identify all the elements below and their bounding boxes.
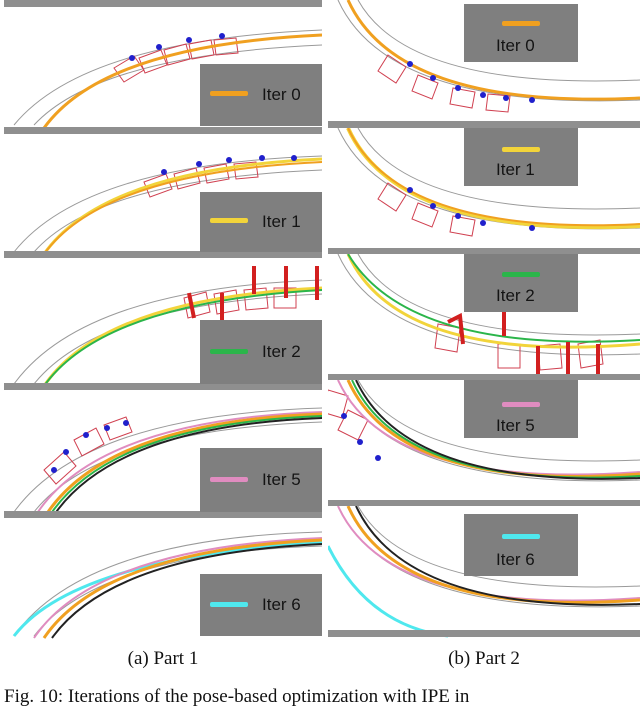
legend-label: Iter 1 [262, 212, 301, 231]
legend-swatch [502, 534, 540, 539]
left-panel-iter-0: Iter 0 [4, 0, 322, 134]
legend-box: Iter 5 [464, 380, 578, 438]
legend-box: Iter 2 [200, 320, 322, 384]
wall-bottom [328, 248, 640, 254]
legend-swatch [502, 402, 540, 407]
legend-label: Iter 0 [496, 36, 535, 55]
wall-bottom [4, 383, 322, 390]
legend-label: Iter 5 [262, 470, 301, 489]
legend-box: Iter 1 [464, 128, 578, 186]
legend-label: Iter 6 [496, 550, 535, 569]
legend-label: Iter 2 [496, 286, 535, 305]
subcaption-right: (b) Part 2 [448, 648, 520, 669]
legend-label: Iter 6 [262, 595, 301, 614]
wall-bottom [328, 121, 640, 128]
legend-swatch [502, 147, 540, 152]
legend-box: Iter 6 [464, 514, 578, 576]
legend-box: Iter 0 [464, 4, 578, 62]
subcaption-left: (a) Part 1 [127, 648, 199, 669]
right-panel-iter-1: Iter 1 [328, 128, 640, 254]
legend-swatch [502, 21, 540, 26]
left-panel-iter-2: Iter 2 [4, 258, 322, 390]
trajectory-plot [337, 254, 640, 374]
wall-bottom [4, 511, 322, 518]
legend-box: Iter 0 [200, 64, 322, 126]
right-panel-iter-6: Iter 6 [328, 506, 640, 640]
trajectory-plot [13, 407, 322, 518]
legend-box: Iter 6 [200, 574, 322, 636]
legend-box: Iter 2 [464, 254, 578, 312]
right-panel-iter-2: Iter 2 [328, 254, 640, 380]
left-panel-iter-6: Iter 6 [4, 518, 322, 640]
wall-bottom [328, 630, 640, 637]
trajectory-plot [13, 155, 322, 255]
legend-swatch [210, 349, 248, 354]
right-panel-iter-0: Iter 0 [328, 0, 640, 128]
legend-label: Iter 0 [262, 85, 301, 104]
legend-box: Iter 1 [200, 192, 322, 252]
trajectory-plot [337, 128, 640, 237]
trajectory-plot [328, 380, 640, 482]
left-panel-iter-5: Iter 5 [4, 390, 322, 518]
right-panel-iter-5: Iter 5 [328, 380, 640, 506]
trajectory-plot [12, 531, 322, 639]
legend-swatch [210, 218, 248, 223]
trajectory-plot [13, 266, 322, 387]
legend-swatch [210, 91, 248, 96]
wall-bottom [4, 251, 322, 258]
legend-swatch [210, 477, 248, 482]
wall-bottom [328, 374, 640, 380]
left-panel-iter-1: Iter 1 [4, 134, 322, 258]
legend-label: Iter 2 [262, 342, 301, 361]
trajectory-plot [337, 0, 640, 113]
wall-bottom [328, 500, 640, 506]
trajectory-plot [13, 29, 322, 129]
legend-box: Iter 5 [200, 448, 322, 512]
wall-top [4, 0, 322, 7]
wall-bottom [4, 127, 322, 134]
legend-swatch [502, 272, 540, 277]
legend-label: Iter 1 [496, 160, 535, 179]
legend-swatch [210, 602, 248, 607]
legend-label: Iter 5 [496, 416, 535, 435]
figure-caption: Fig. 10: Iterations of the pose-based op… [4, 686, 470, 707]
